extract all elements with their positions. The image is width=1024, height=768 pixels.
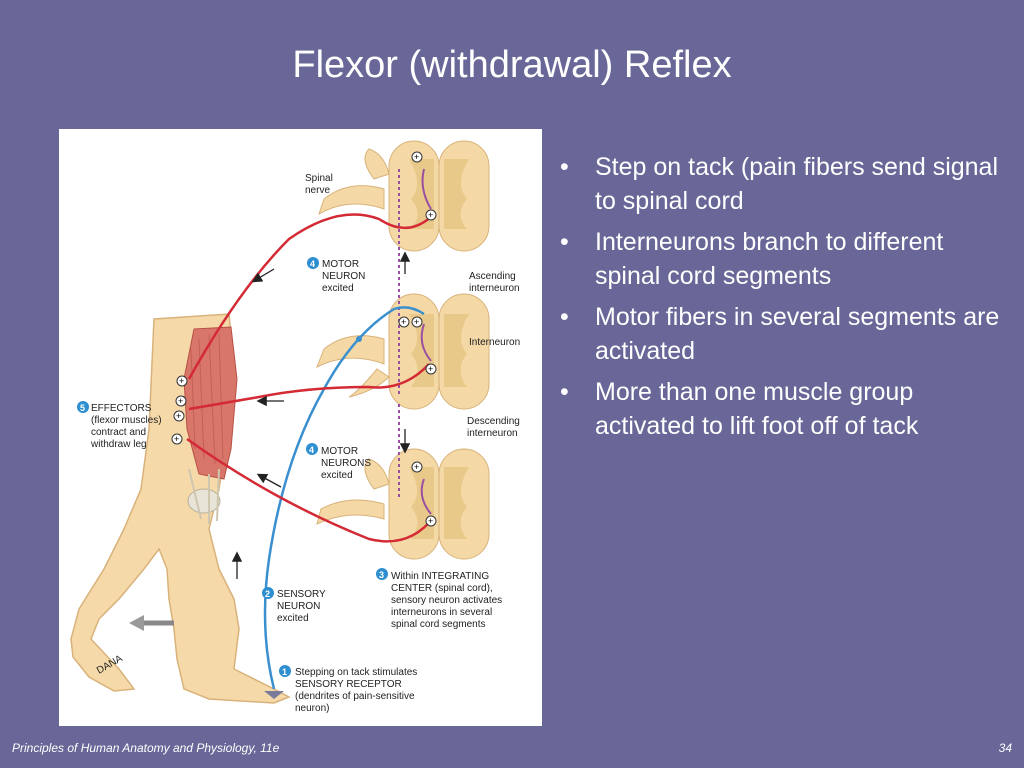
motor-direction-arrow-lower (256, 473, 282, 488)
motor-neuron-label-3: excited (322, 283, 354, 294)
sensory-neuron-fiber (263, 306, 425, 690)
step-3-badge (376, 568, 388, 580)
effectors-label-1: EFFECTORS (91, 403, 152, 414)
step-1-number: 1 (282, 667, 287, 677)
interneuron-loop-bottom (420, 478, 432, 515)
ascending-interneuron-label-2: interneuron (469, 283, 520, 294)
sensory-receptor-label-3: (dendrites of pain-sensitive (295, 691, 415, 702)
motor-neuron-label-2: NEURON (322, 271, 365, 282)
bullet-dot-icon: • (560, 378, 569, 406)
bullet-dot-icon: • (560, 303, 569, 331)
svg-text:+: + (428, 364, 433, 374)
svg-text:+: + (179, 376, 184, 386)
reflex-arc-diagram: DANA + + + (70, 140, 520, 714)
step-4-number: 4 (310, 259, 315, 269)
tack-icon (264, 691, 284, 699)
footer-page-number: 34 (998, 741, 1012, 755)
bullet-text: Step on tack (pain fibers send signal to… (595, 153, 999, 215)
step-4b-badge (306, 443, 318, 455)
effectors-label-2: (flexor muscles) (91, 415, 162, 426)
svg-text:+: + (414, 317, 419, 327)
sensory-neuron-label-1: SENSORY (277, 589, 326, 600)
motor-neurons-label-2: NEURONS (321, 458, 371, 469)
sensory-ganglion (356, 336, 362, 342)
sensory-receptor-label-2: SENSORY RECEPTOR (295, 679, 402, 690)
motor-neurons-label-1: MOTOR (321, 446, 358, 457)
motor-direction-arrow-upper (251, 268, 275, 283)
leg-illustration: DANA (70, 313, 291, 704)
integrating-center-label-4: interneurons in several (391, 607, 492, 618)
sensory-neuron-label-2: NEURON (277, 601, 320, 612)
bullet-dot-icon: • (560, 153, 569, 181)
step-4b-number: 4 (309, 445, 314, 455)
interneuron-loop-middle (420, 323, 432, 362)
descending-interneuron-label-2: interneuron (467, 428, 518, 439)
spinal-nerve-label-2: nerve (305, 185, 330, 196)
bullet-text: Interneurons branch to different spinal … (595, 228, 944, 290)
step-2-badge (262, 587, 274, 599)
reflex-arc-figure: DANA + + + (59, 129, 542, 726)
step-5-badge (77, 401, 89, 413)
bullet-list: • Step on tack (pain fibers send signal t… (560, 150, 1010, 450)
integrating-center-label-5: spinal cord segments (391, 619, 486, 630)
slide-title: Flexor (withdrawal) Reflex (292, 44, 732, 86)
sensory-receptor-label-1: Stepping on tack stimulates (295, 667, 417, 678)
integrating-center-label-3: sensory neuron activates (391, 595, 502, 606)
bullet-text: Motor fibers in several segments are act… (595, 303, 1000, 365)
svg-text:+: + (428, 516, 433, 526)
footer-book-title: Principles of Human Anatomy and Physiolo… (12, 741, 280, 755)
svg-text:+: + (414, 462, 419, 472)
motor-neuron-upper (187, 213, 435, 380)
svg-text:+: + (428, 210, 433, 220)
withdraw-arrowhead-icon (129, 615, 144, 631)
bullet-item: • More than one muscle group activated to… (560, 375, 1010, 443)
spinal-cord-segment-middle (316, 293, 490, 410)
sensory-neuron-label-3: excited (277, 613, 309, 624)
svg-text:+: + (176, 411, 181, 421)
svg-text:+: + (174, 434, 179, 444)
bullet-dot-icon: • (560, 228, 569, 256)
motor-neuron-lower (186, 437, 435, 543)
step-2-number: 2 (265, 589, 270, 599)
step-1-badge (279, 665, 291, 677)
svg-text:+: + (178, 396, 183, 406)
bullet-item: • Motor fibers in several segments are ac… (560, 300, 1010, 368)
step-4-badge (307, 257, 319, 269)
integrating-center-label-1: Within INTEGRATING (391, 571, 489, 582)
bullet-item: • Step on tack (pain fibers send signal t… (560, 150, 1010, 218)
descending-interneuron-label-1: Descending (467, 416, 520, 427)
spinal-cord-segment-top (318, 140, 490, 252)
svg-text:+: + (401, 317, 406, 327)
bullet-text: More than one muscle group activated to … (595, 378, 919, 440)
synapse-markers: + + + + + + + + + + + (171, 151, 437, 527)
effectors-label-3: contract and (91, 427, 146, 438)
step-5-number: 5 (80, 403, 85, 413)
motor-neuron-middle (188, 363, 430, 411)
interneuron-loop-top (421, 168, 432, 210)
motor-neuron-label-1: MOTOR (322, 259, 359, 270)
svg-text:+: + (414, 152, 419, 162)
spinal-nerve-label-1: Spinal (305, 173, 333, 184)
integrating-center-label-2: CENTER (spinal cord), (391, 583, 493, 594)
ascending-interneuron-label-1: Ascending (469, 271, 516, 282)
effectors-label-4: withdraw leg (90, 439, 147, 450)
bullet-item: • Interneurons branch to different spinal… (560, 225, 1010, 293)
step-3-number: 3 (379, 570, 384, 580)
sensory-receptor-label-4: neuron) (295, 703, 329, 714)
interneuron-label: Interneuron (469, 337, 520, 348)
motor-neurons-label-3: excited (321, 470, 353, 481)
